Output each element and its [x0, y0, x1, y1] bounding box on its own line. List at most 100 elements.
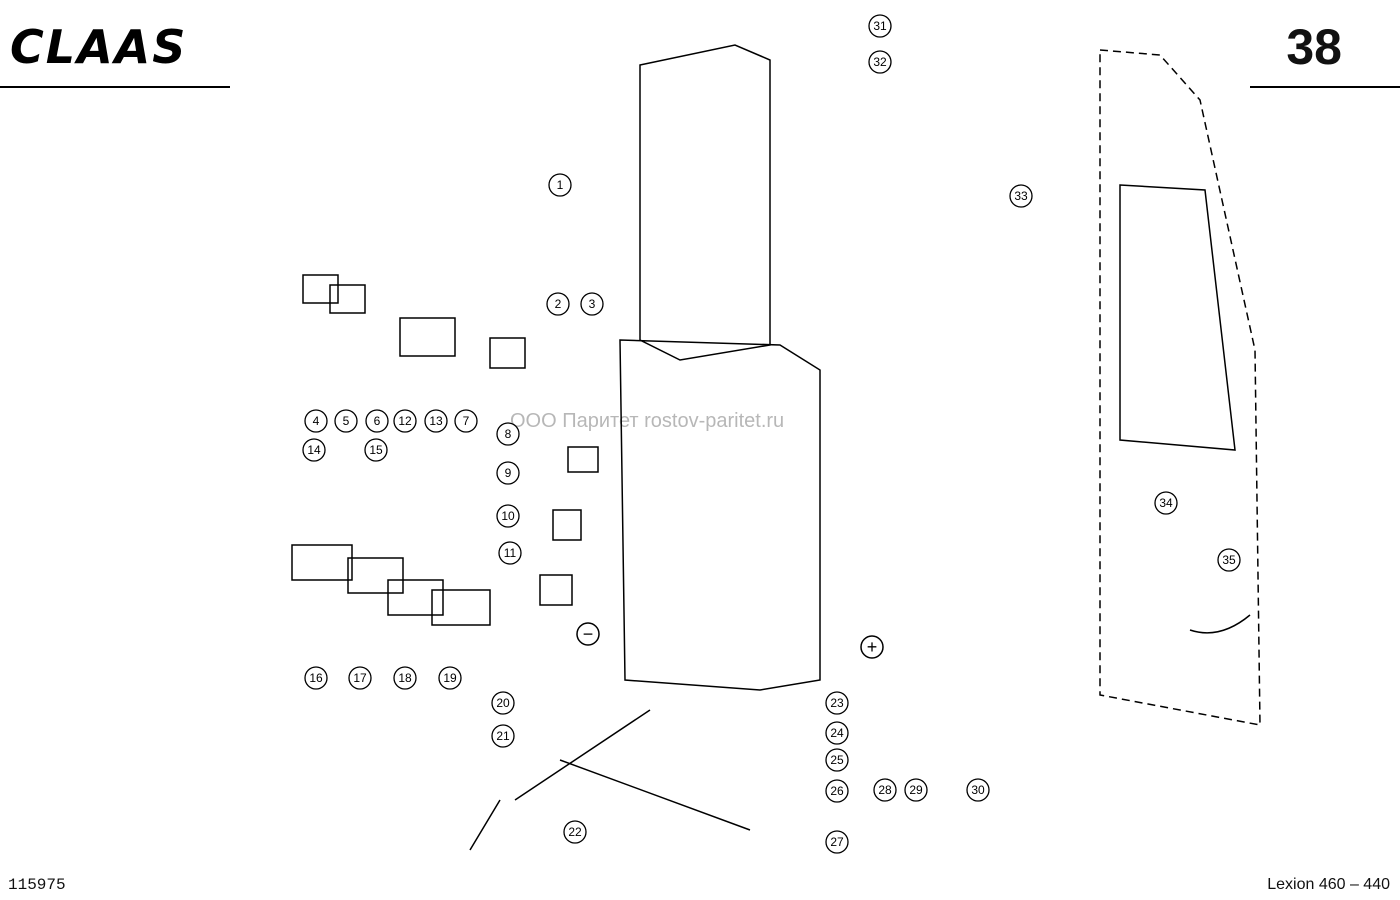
callout-20: 20	[491, 691, 515, 715]
relay-9	[567, 446, 599, 473]
callout-circle	[496, 422, 520, 446]
callout-2: 2	[546, 292, 570, 316]
callout-3: 3	[580, 292, 604, 316]
callout-28: 28	[873, 778, 897, 802]
callout-label: 7	[463, 414, 470, 428]
relay-17	[347, 557, 404, 594]
callout-label: 1	[557, 178, 564, 192]
callout-circle	[393, 409, 417, 433]
callout-circle	[825, 748, 849, 772]
callout-22: 22	[563, 820, 587, 844]
callout-label: 11	[504, 546, 517, 560]
callout-circle	[580, 292, 604, 316]
callout-6: 6	[365, 409, 389, 433]
callout-23: 23	[825, 691, 849, 715]
callout-circle	[825, 830, 849, 854]
callout-label: 14	[307, 443, 321, 457]
callout-circle	[868, 14, 892, 38]
callout-circle	[904, 778, 928, 802]
callout-1: 1	[548, 173, 572, 197]
callout-label: 3	[589, 297, 596, 311]
header-rule-right	[1250, 86, 1400, 88]
callout-27: 27	[825, 830, 849, 854]
drawing-number: 115975	[8, 876, 66, 894]
callout-15: 15	[364, 438, 388, 462]
callout-circle	[825, 691, 849, 715]
relay-11	[539, 574, 573, 606]
watermark: ООО Паритет rostov-paritet.ru	[510, 410, 785, 432]
callout-circle	[491, 691, 515, 715]
callout-circle	[364, 438, 388, 462]
callout-label: 16	[309, 671, 323, 685]
callout-circle	[302, 438, 326, 462]
callout-circle	[546, 292, 570, 316]
callout-13: 13	[424, 409, 448, 433]
callout-label: 13	[429, 414, 443, 428]
callout-circle	[498, 541, 522, 565]
callout-16: 16	[304, 666, 328, 690]
callout-circle	[491, 724, 515, 748]
callout-label: 24	[830, 726, 844, 740]
callout-label: 9	[505, 466, 512, 480]
callout-label: 32	[873, 55, 887, 69]
callout-circle	[1217, 548, 1241, 572]
callout-circle	[365, 409, 389, 433]
relay-18	[387, 579, 444, 616]
callout-24: 24	[825, 721, 849, 745]
callout-31: 31	[868, 14, 892, 38]
callout-19: 19	[438, 666, 462, 690]
callout-label: 28	[878, 783, 892, 797]
callout-circle	[825, 779, 849, 803]
fuse-box	[619, 339, 821, 691]
control-unit-tower	[639, 44, 771, 361]
model-label: Lexion 460 – 440	[1267, 876, 1390, 893]
callout-circle	[438, 666, 462, 690]
callout-7: 7	[454, 409, 478, 433]
callout-circle	[1009, 184, 1033, 208]
callout-label: 4	[313, 414, 320, 428]
relay-7	[489, 337, 526, 369]
callout-circle	[868, 50, 892, 74]
door-window	[1119, 184, 1236, 451]
plus-symbol: +	[867, 637, 878, 657]
callout-circle	[304, 666, 328, 690]
callout-label: 10	[501, 509, 515, 523]
polarity-symbols: − +	[576, 622, 884, 659]
callout-circle	[334, 409, 358, 433]
callout-label: 17	[353, 671, 367, 685]
relay-12	[399, 317, 456, 357]
callout-18: 18	[393, 666, 417, 690]
callout-33: 33	[1009, 184, 1033, 208]
callout-25: 25	[825, 748, 849, 772]
callout-circle	[393, 666, 417, 690]
relay-5	[329, 284, 366, 314]
callout-9: 9	[496, 461, 520, 485]
callout-label: 8	[505, 427, 512, 441]
callout-5: 5	[334, 409, 358, 433]
minus-symbol: −	[583, 624, 594, 644]
relay-10	[552, 509, 582, 541]
callout-label: 19	[443, 671, 457, 685]
callout-8: 8	[496, 422, 520, 446]
callout-11: 11	[498, 541, 522, 565]
callout-circle	[304, 409, 328, 433]
ground-strap	[469, 709, 751, 851]
callout-34: 34	[1154, 491, 1178, 515]
callout-35: 35	[1217, 548, 1241, 572]
callout-circle	[496, 461, 520, 485]
callout-label: 5	[343, 414, 350, 428]
callout-26: 26	[825, 779, 849, 803]
relay-4	[302, 274, 339, 304]
callout-circle	[454, 409, 478, 433]
clamp-35	[1189, 614, 1251, 634]
callout-29: 29	[904, 778, 928, 802]
door-panel	[1099, 49, 1261, 726]
callout-circle	[966, 778, 990, 802]
callout-label: 21	[496, 729, 510, 743]
callout-14: 14	[302, 438, 326, 462]
page-number: 38	[1286, 19, 1342, 75]
relay-16	[291, 544, 353, 581]
callout-circle	[496, 504, 520, 528]
